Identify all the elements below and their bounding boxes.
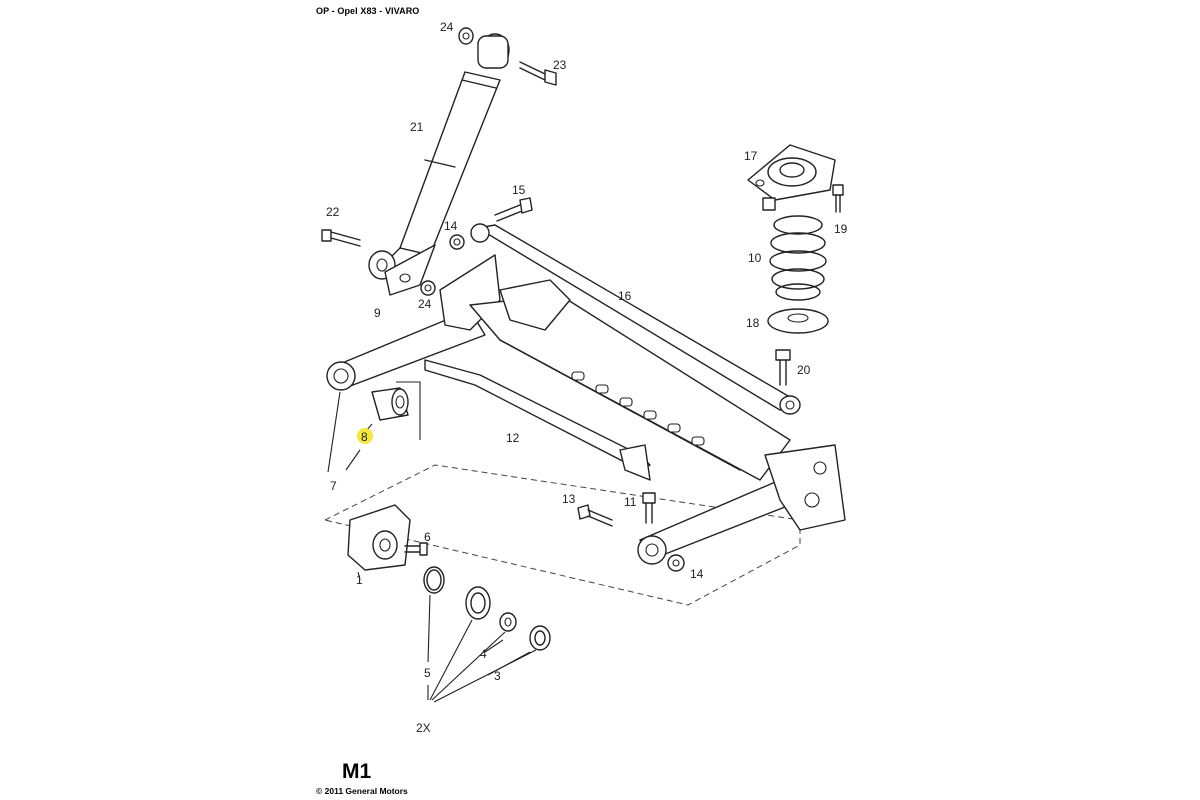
bolt-20 — [775, 349, 791, 386]
nut-14-upper — [449, 234, 465, 250]
callout-8-highlight — [357, 428, 373, 444]
callout-18: 18 — [746, 316, 760, 330]
callout-24-lower: 24 — [418, 297, 432, 311]
bolt-11 — [642, 492, 656, 524]
seal-ring-5 — [423, 566, 445, 594]
panhard-rod — [470, 223, 801, 415]
leader-lines — [327, 391, 537, 703]
callout-labels: 1 2X 3 4 5 6 7 8 9 10 11 12 13 14 14 15 … — [326, 20, 848, 735]
callout-4: 4 — [480, 647, 487, 661]
bolt-6 — [404, 542, 428, 556]
page-code: M1 — [342, 760, 372, 783]
bolt-13 — [577, 504, 613, 527]
callout-7: 7 — [330, 479, 337, 493]
bolt-19 — [832, 184, 844, 213]
copyright-notice: © 2011 General Motors — [316, 786, 408, 796]
bolt-23 — [519, 61, 557, 86]
hub-assembly-boundary — [323, 464, 801, 606]
callout-16: 16 — [618, 289, 632, 303]
callout-1: 1 — [356, 573, 363, 587]
nut-14-lower — [667, 554, 685, 572]
callout-15: 15 — [512, 183, 526, 197]
cap-3 — [529, 625, 551, 651]
rear-axle-beam — [326, 254, 846, 565]
shock-absorber — [368, 33, 510, 280]
nut-24-top — [458, 27, 474, 45]
bolt-15 — [494, 197, 533, 222]
callout-2x: 2X — [416, 721, 431, 735]
callout-22: 22 — [326, 205, 340, 219]
bushing-8 — [371, 387, 409, 421]
callout-24-top: 24 — [440, 20, 454, 34]
spring-mount-17 — [747, 144, 836, 211]
bolt-22 — [321, 229, 361, 247]
callout-17: 17 — [744, 149, 758, 163]
callout-20: 20 — [797, 363, 811, 377]
callout-9: 9 — [374, 306, 381, 320]
nut-24-lower — [420, 280, 436, 296]
callout-19: 19 — [834, 222, 848, 236]
hub-carrier-1 — [347, 504, 411, 571]
diagram-header: OP - Opel X83 - VIVARO — [316, 6, 420, 16]
nut-4 — [499, 612, 517, 632]
callout-3: 3 — [494, 669, 501, 683]
callout-13: 13 — [562, 492, 576, 506]
callout-14-upper: 14 — [444, 219, 458, 233]
spring-seat-18 — [767, 308, 829, 334]
callout-11: 11 — [624, 495, 637, 509]
stabilizer-bar-12 — [424, 359, 651, 481]
callout-23: 23 — [553, 58, 567, 72]
coil-spring-10 — [769, 215, 827, 301]
callout-6: 6 — [424, 530, 431, 544]
bracket-9 — [384, 244, 436, 296]
callout-8: 8 — [361, 430, 368, 444]
callout-21: 21 — [410, 120, 424, 134]
wheel-bearing — [465, 586, 491, 620]
bushing-frame — [396, 381, 421, 440]
callout-14-lower: 14 — [690, 567, 704, 581]
callout-5: 5 — [424, 666, 431, 680]
callout-12: 12 — [506, 431, 520, 445]
callout-10: 10 — [748, 251, 762, 265]
